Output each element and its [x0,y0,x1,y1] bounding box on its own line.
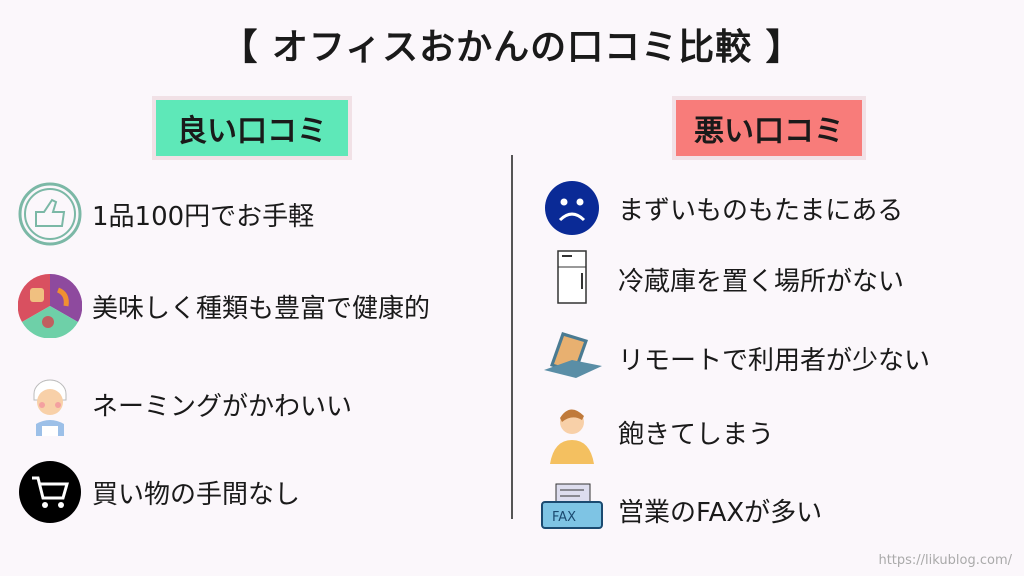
shopping-cart-icon [18,460,82,524]
svg-text:FAX: FAX [552,510,576,525]
bad-item-text: リモートで利用者が少ない [618,345,931,376]
fax-icon: FAX [540,478,604,542]
good-reviews-header: 良い口コミ [152,96,352,160]
thumbs-up-icon [18,182,82,246]
bad-item: リモートで利用者が少ない [540,326,930,390]
laptop-icon [540,326,604,390]
bad-item-text: 営業のFAXが多い [618,497,823,528]
cook-lady-icon [18,372,82,436]
good-item: 美味しく種類も豊富で健康的 [18,274,430,338]
good-item-text: 買い物の手間なし [92,479,301,510]
good-item-text: 美味しく種類も豊富で健康的 [92,293,431,324]
bad-item: FAX 営業のFAXが多い [540,478,822,542]
bad-item-text: 飽きてしまう [618,419,775,450]
good-item-text: ネーミングがかわいい [92,391,353,422]
source-credit: https://likublog.com/ [878,553,1012,568]
bad-item: 冷蔵庫を置く場所がない [540,247,904,311]
sad-face-icon [540,176,604,240]
good-item: 買い物の手間なし [18,460,300,524]
page-title: 【 オフィスおかんの口コミ比較 】 [221,27,803,68]
bad-item: まずいものもたまにある [540,176,903,240]
good-item: ネーミングがかわいい [18,372,352,436]
bad-item: 飽きてしまう [540,400,774,464]
bad-reviews-header: 悪い口コミ [672,96,866,160]
bad-item-text: まずいものもたまにある [618,195,904,226]
divider [511,155,513,519]
bored-person-icon [540,400,604,464]
good-item-text: 1品100円でお手軽 [92,201,315,232]
good-item: 1品100円でお手軽 [18,182,314,246]
food-icon [18,274,82,338]
refrigerator-icon [540,247,604,311]
bad-item-text: 冷蔵庫を置く場所がない [618,266,905,297]
